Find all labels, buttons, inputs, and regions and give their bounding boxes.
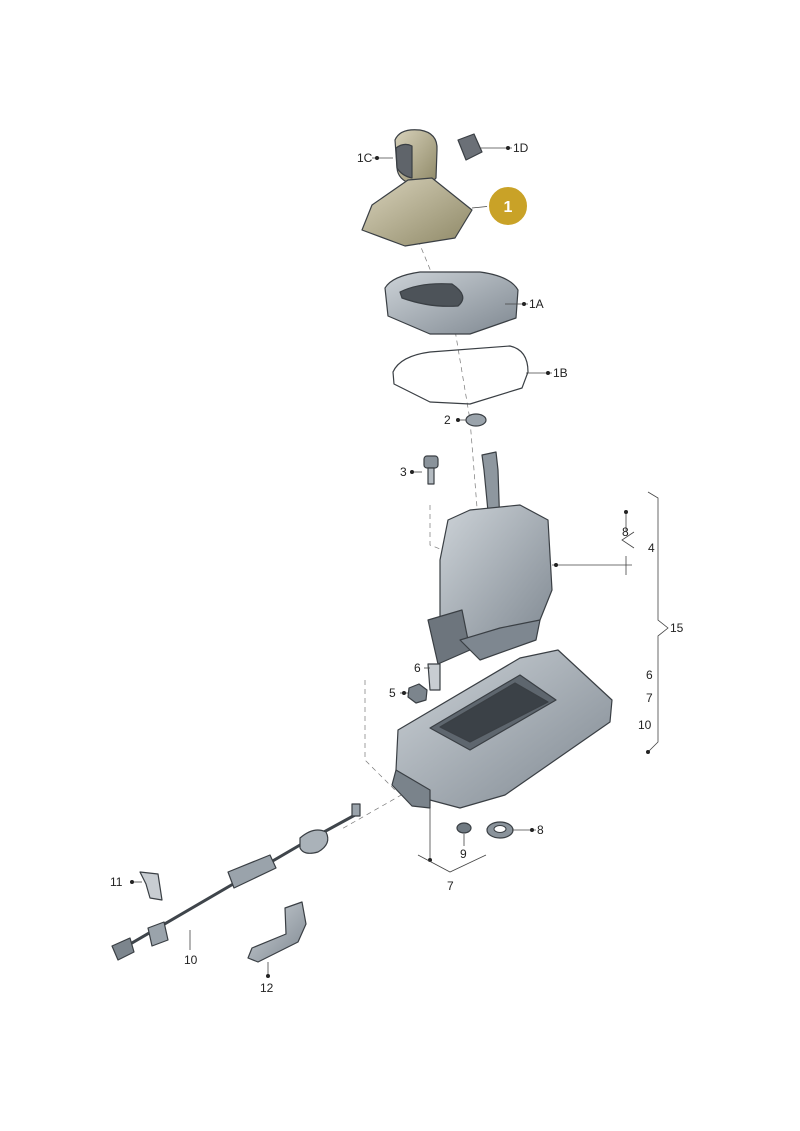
label-9: 9 [460,847,467,861]
label-11: 11 [110,875,123,889]
bolt [423,455,439,485]
grommet-small [456,822,472,834]
label-1D: 1D [513,141,529,155]
cable-clip [139,871,163,901]
shift-knob [394,129,438,186]
label-1B: 1B [553,366,568,380]
label-7: 7 [447,879,454,893]
retaining-clip [427,663,441,691]
label-1A: 1A [529,297,544,311]
label-3: 3 [400,465,407,479]
label-10-right: 10 [638,718,652,732]
label-2: 2 [444,413,451,427]
bush [465,413,487,427]
label-4: 4 [648,541,655,555]
shift-pattern-cap [457,133,483,161]
console-cover [384,271,519,335]
label-1C: 1C [357,151,373,165]
label-12: 12 [260,981,274,995]
label-10: 10 [184,953,198,967]
label-15: 15 [670,621,684,635]
housing-base [391,649,613,809]
label-6: 6 [414,661,421,675]
selector-cable [111,803,361,961]
nut [407,683,428,704]
label-8-lower: 8 [537,823,544,837]
trim-frame [392,345,529,405]
label-8-upper: 8 [622,525,629,539]
cable-bracket [247,901,307,963]
shift-gaiter [361,177,473,247]
label-7-right: 7 [646,691,653,705]
label-6-right: 6 [646,668,653,682]
gear-selector-mechanism [427,451,553,665]
label-5: 5 [389,686,396,700]
callout-1[interactable]: 1 [487,185,529,227]
callout-1-number: 1 [504,199,513,216]
